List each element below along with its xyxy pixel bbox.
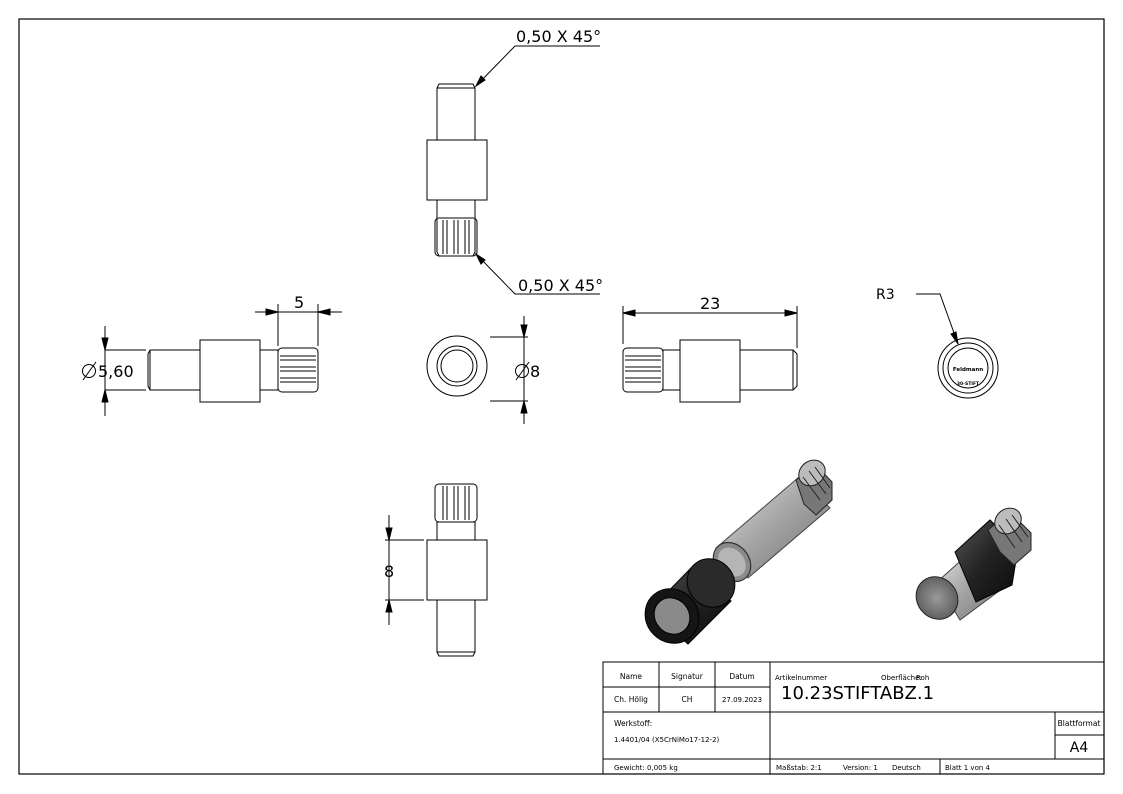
center-end-view: [426, 316, 530, 424]
title-block: [602, 661, 1105, 775]
sheet-border: [18, 18, 1105, 775]
tb-col-signatur: Signatur: [671, 672, 704, 681]
tb-name: Ch. Hölig: [614, 695, 648, 704]
end-logo-text-1: Feldmann: [953, 367, 983, 373]
tb-oberflaeche-value: Roh: [916, 674, 929, 682]
knurl-end-view: [916, 293, 999, 399]
tb-col-datum: Datum: [729, 672, 754, 681]
dim-dia-8-label: 8: [530, 362, 540, 381]
iso-assembled-render: [915, 507, 1032, 621]
dim-5-label: 5: [294, 293, 304, 312]
radius-label: R3: [876, 287, 895, 303]
left-view: [82, 304, 342, 416]
end-logo-text-2: 30-STIFT: [957, 381, 980, 387]
tb-artikelnummer: 10.23STIFTABZ.1: [781, 683, 934, 704]
bottom-view: [385, 483, 488, 657]
tb-blatt: Blatt 1 von 4: [945, 764, 991, 772]
tb-gewicht: Gewicht: 0,005 kg: [614, 764, 678, 772]
tb-blattformat-value: A4: [1070, 740, 1089, 756]
tb-datum: 27.09.2023: [722, 696, 762, 704]
right-view: [622, 306, 798, 403]
tb-col-name: Name: [620, 672, 643, 681]
tb-sprache: Deutsch: [892, 764, 921, 772]
dim-8-label: 8: [384, 562, 394, 581]
dim-dia-5-60-label: 5,60: [98, 362, 134, 381]
top-view: [426, 45, 600, 295]
tb-oberflaeche-label: Oberfläche:: [881, 674, 922, 682]
tb-signatur: CH: [682, 695, 693, 704]
tb-werkstoff-label: Werkstoff:: [614, 719, 652, 728]
tb-version: Version: 1: [843, 764, 878, 772]
tb-werkstoff-value: 1.4401/04 (X5CrNiMo17-12-2): [614, 736, 720, 744]
tb-artikel-label: Artikelnummer: [775, 674, 827, 682]
iso-exploded-render: [644, 459, 833, 645]
tb-blattformat-label: Blattformat: [1058, 719, 1101, 728]
tb-massstab: Maßstab: 2:1: [776, 764, 822, 772]
chamfer-bottom-label: 0,50 X 45°: [518, 276, 603, 295]
chamfer-top-label: 0,50 X 45°: [516, 27, 601, 46]
dim-23-label: 23: [700, 294, 720, 313]
